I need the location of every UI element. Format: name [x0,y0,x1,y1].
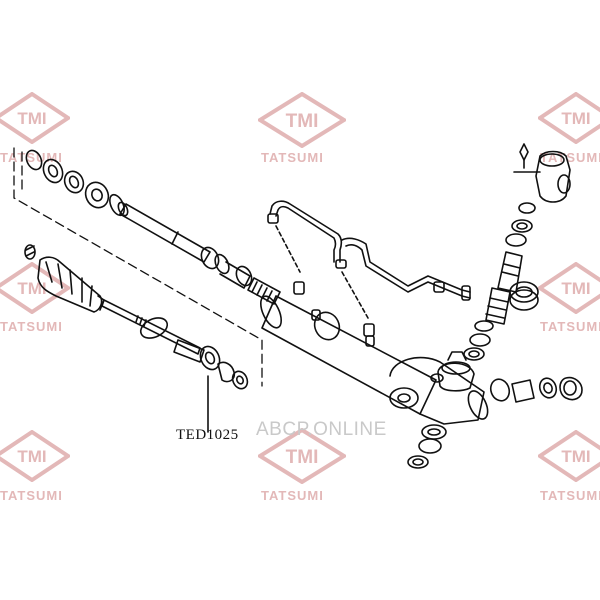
part-number-label: TED1025 [176,427,239,443]
tmi-logo-left-bottom: TMI [0,430,70,482]
pinion-valve-assembly [463,143,571,361]
tmi-logo-right-top: TMI [538,92,600,144]
tie-rod-shaft [101,299,249,433]
brand-watermark: TATSUMI [261,150,324,165]
logo-text: TMI [286,447,319,468]
tmi-logo-center-top: TMI [258,92,346,148]
rack-shaft [117,201,281,305]
tmi-logo-center-bottom: TMI [258,428,346,484]
logo-text: TMI [561,279,590,298]
rack-housing [259,281,489,425]
seal-ring-group-bottom [407,424,447,469]
tmi-logo-right-mid: TMI [538,262,600,314]
logo-text: TMI [286,111,319,132]
assembly-bracket-lines [13,147,263,387]
brand-watermark: TATSUMI [540,488,600,503]
brand-watermark: TATSUMI [540,319,600,334]
brand-watermark: TATSUMI [0,488,63,503]
logo-text: TMI [561,447,590,466]
hydraulic-lines [267,200,471,319]
housing-connectors [311,309,375,347]
tmi-logo-left-top: TMI [0,92,70,144]
logo-text: TMI [17,447,46,466]
logo-text: TMI [561,109,590,128]
tie-rod-boot [24,244,105,313]
logo-text: TMI [17,109,46,128]
site-watermark: ABCP.ONLINE [256,419,387,440]
adjuster-parts-right [489,376,583,403]
brand-watermark: TATSUMI [261,488,324,503]
brand-watermark: TATSUMI [0,319,63,334]
seal-ring-group-upper-left [25,149,125,217]
tmi-logo-right-bottom: TMI [538,430,600,482]
